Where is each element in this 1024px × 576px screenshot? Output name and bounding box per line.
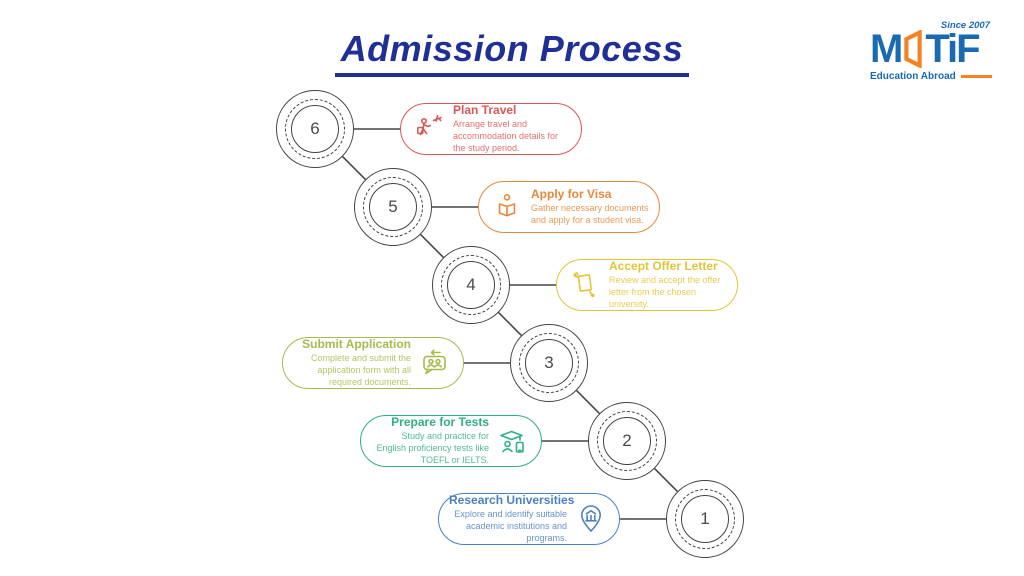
open-door-icon <box>904 30 923 68</box>
inner-ring: 2 <box>603 417 651 465</box>
university-pin-icon <box>575 503 607 535</box>
title-bar: Admission Process <box>0 28 1024 77</box>
step-number: 6 <box>310 119 320 138</box>
application-chat-icon <box>419 347 451 379</box>
dashed-ring <box>597 411 657 471</box>
logo-since-label: Since 2007 <box>940 20 990 31</box>
inner-ring: 1 <box>681 495 729 543</box>
logo-underline-rule <box>960 75 992 78</box>
step-card: Plan Travel Arrange travel and accommoda… <box>400 103 582 155</box>
logo-letters-tif: TiF <box>925 27 980 71</box>
step-number-node: 4 <box>432 246 510 324</box>
step-description: Explore and identify suitable academic i… <box>454 509 567 543</box>
inner-ring: 5 <box>369 183 417 231</box>
inner-ring: 6 <box>291 105 339 153</box>
step-title: Research Universities <box>449 493 575 508</box>
step-number: 2 <box>622 431 632 450</box>
step-number-node: 2 <box>588 402 666 480</box>
step-card: Research Universities Explore and identi… <box>438 493 620 545</box>
step-card: Accept Offer Letter Review and accept th… <box>556 259 738 311</box>
step-title: Plan Travel <box>453 103 517 118</box>
step-texts: Accept Offer Letter Review and accept th… <box>609 259 727 310</box>
dashed-ring <box>285 99 345 159</box>
logo-wordmark: M TiF <box>870 27 992 71</box>
dashed-ring <box>363 177 423 237</box>
step-card: Prepare for Tests Study and practice for… <box>360 415 542 467</box>
step-number: 3 <box>544 353 554 372</box>
step-description: Arrange travel and accommodation details… <box>453 119 559 153</box>
step-title: Accept Offer Letter <box>609 259 718 274</box>
visa-reading-icon <box>491 191 523 223</box>
step-texts: Research Universities Explore and identi… <box>449 493 575 544</box>
logo-tagline: Education Abroad <box>870 71 956 82</box>
step-number-node: 3 <box>510 324 588 402</box>
logo-tagline-row: Education Abroad <box>870 71 992 82</box>
motif-logo: Since 2007 M TiF Education Abroad <box>870 20 992 82</box>
traveler-icon <box>413 113 445 145</box>
step-description: Study and practice for English proficien… <box>376 431 489 465</box>
step-number-node: 5 <box>354 168 432 246</box>
step-title: Submit Application <box>302 337 411 352</box>
step-texts: Submit Application Complete and submit t… <box>293 337 411 388</box>
step-texts: Plan Travel Arrange travel and accommoda… <box>453 103 571 154</box>
page-title: Admission Process <box>334 28 690 77</box>
step-title: Apply for Visa <box>531 187 612 202</box>
step-number-node: 6 <box>276 90 354 168</box>
graduate-study-icon <box>497 425 529 457</box>
step-texts: Apply for Visa Gather necessary document… <box>531 187 649 226</box>
offer-letter-icon <box>569 269 601 301</box>
step-description: Review and accept the offer letter from … <box>609 275 721 309</box>
dashed-ring <box>519 333 579 393</box>
step-number: 4 <box>466 275 476 294</box>
step-number-node: 1 <box>666 480 744 558</box>
step-title: Prepare for Tests <box>391 415 489 430</box>
dashed-ring <box>441 255 501 315</box>
inner-ring: 4 <box>447 261 495 309</box>
inner-ring: 3 <box>525 339 573 387</box>
logo-letter-m: M <box>870 27 903 71</box>
step-card: Apply for Visa Gather necessary document… <box>478 181 660 233</box>
step-number: 5 <box>388 197 398 216</box>
step-description: Complete and submit the application form… <box>310 353 411 387</box>
step-texts: Prepare for Tests Study and practice for… <box>371 415 489 466</box>
dashed-ring <box>675 489 735 549</box>
step-number: 1 <box>700 509 710 528</box>
step-description: Gather necessary documents and apply for… <box>531 203 649 225</box>
step-card: Submit Application Complete and submit t… <box>282 337 464 389</box>
